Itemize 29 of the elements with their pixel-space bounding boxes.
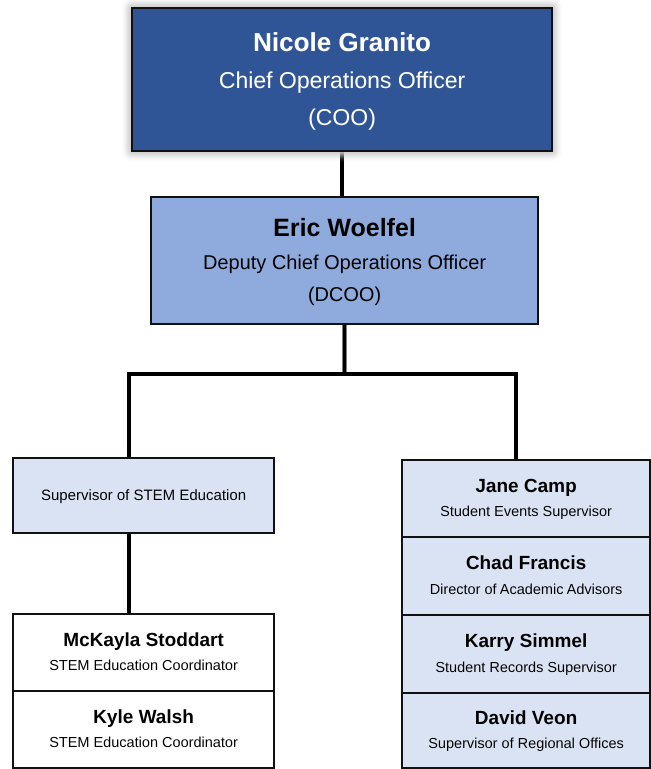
org-box [12, 613, 275, 692]
org-box [401, 692, 651, 769]
org-box [150, 196, 539, 325]
connector-line [342, 325, 518, 459]
job-title: Director of Academic Advisors [430, 580, 622, 600]
org-box [401, 614, 651, 694]
person-name: Eric Woelfel [273, 212, 416, 244]
person-name: Chad Francis [466, 552, 586, 576]
org-box [401, 536, 651, 616]
org-box [12, 690, 275, 769]
job-title: Supervisor of STEM Education [40, 486, 246, 506]
job-title: STEM Education Coordinator [49, 657, 238, 676]
job-title: Chief Operations Officer (COO) [218, 66, 466, 132]
person-name: Nicole Granito [253, 26, 431, 60]
org-box [12, 457, 275, 534]
job-title: STEM Education Coordinator [49, 734, 238, 754]
connector-line [340, 152, 344, 196]
person-name: Karry Simmel [464, 630, 588, 654]
person-name: David Veon [474, 706, 578, 731]
person-name: McKayla Stoddart [63, 628, 224, 653]
org-box [401, 459, 651, 538]
person-name: Kyle Walsh [93, 706, 194, 730]
job-title: Student Events Supervisor [440, 503, 612, 522]
org-box [131, 7, 553, 152]
job-title: Student Records Supervisor [435, 658, 617, 678]
person-name: Jane Camp [475, 474, 577, 499]
connector-line [127, 534, 131, 613]
job-title: Deputy Chief Operations Officer (DCOO) [202, 251, 488, 308]
job-title: Supervisor of Regional Offices [428, 735, 624, 754]
